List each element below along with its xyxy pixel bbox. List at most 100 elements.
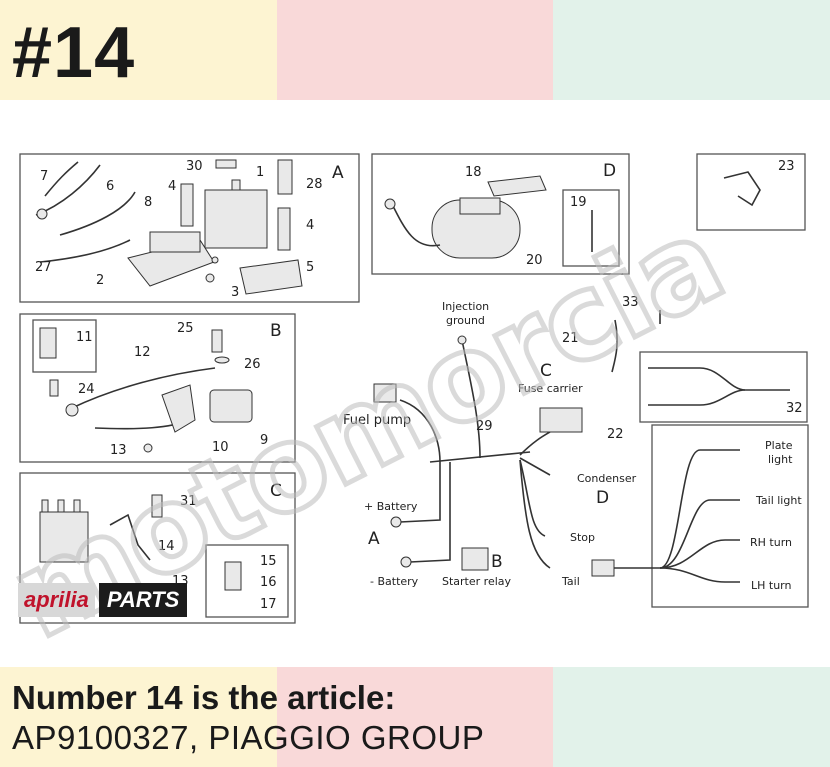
- label-15: 15: [260, 554, 277, 569]
- battery-plus-branch: [399, 462, 441, 523]
- parts-diagram: A 30 1 28 4 7 6 8 4 27 2 3 5 B 11 25 12 …: [0, 153, 809, 667]
- battery-terminal: [231, 179, 241, 191]
- pin-31: [151, 494, 163, 518]
- label-plate: Plate: [765, 439, 793, 452]
- panel-d: [371, 153, 630, 275]
- panel-c: [19, 472, 296, 624]
- label-rh-turn: RH turn: [750, 536, 792, 549]
- label-12: 12: [134, 345, 151, 360]
- caption-article-code: AP9100327, PIAGGIO GROUP: [12, 719, 485, 756]
- label-tail: Tail: [561, 575, 580, 588]
- label-6: 6: [106, 179, 114, 194]
- footer-band-yellow: [0, 667, 277, 767]
- label-letter-c: C: [540, 361, 552, 381]
- tail-light-wire: [659, 499, 740, 569]
- label-17: 17: [260, 597, 277, 612]
- panel-23: [696, 153, 806, 231]
- rear-harness-22: [651, 424, 809, 608]
- plate-light-wire: [595, 449, 740, 569]
- label-7: 7: [40, 169, 48, 184]
- label-injection: Injection: [442, 300, 489, 313]
- harness-32-bottom: [648, 389, 746, 406]
- tail-connector: [591, 559, 615, 577]
- bolt-30: [215, 159, 237, 169]
- label-33: 33: [622, 295, 639, 310]
- label-16: 16: [260, 575, 277, 590]
- caption-headline: Number 14 is the article:: [12, 679, 396, 716]
- harness-32-top: [648, 367, 790, 391]
- label-31: 31: [180, 494, 197, 509]
- fuse-11: [39, 327, 57, 359]
- bracket-10: [161, 384, 196, 433]
- bracket-14: [109, 513, 151, 561]
- fuel-pump-branch: [399, 399, 441, 463]
- label-27: 27: [35, 260, 52, 275]
- label-32: 32: [786, 401, 803, 416]
- lh-turn-wire: [659, 567, 740, 583]
- label-1: 1: [256, 165, 264, 180]
- label-condenser: Condenser: [577, 472, 637, 485]
- label-22: 22: [607, 427, 624, 442]
- header-band-green: [553, 0, 830, 100]
- fuse-box: [39, 511, 89, 563]
- label-fuel-pump: Fuel pump: [343, 413, 411, 428]
- label-letter-b: B: [491, 552, 503, 572]
- footer-band-pink: [277, 667, 553, 767]
- fuel-pump-connector: [373, 383, 397, 403]
- cable-27: [39, 239, 131, 263]
- label-battery-minus: - Battery: [370, 575, 419, 588]
- condenser-clamp: [459, 197, 501, 215]
- condenser-terminal: [384, 198, 396, 210]
- aprilia-parts-logo: aprilia PARTS: [18, 583, 188, 617]
- cable-12: [71, 367, 216, 409]
- cable-21: [611, 319, 618, 373]
- label-ground: ground: [446, 314, 485, 327]
- tail-branch: [519, 459, 551, 569]
- label-starter-relay: Starter relay: [442, 575, 512, 588]
- fuse-kit-inset: [205, 544, 289, 618]
- label-4-right: 4: [306, 218, 314, 233]
- label-11: 11: [76, 330, 93, 345]
- bolt-25: [211, 329, 223, 353]
- rh-turn-wire: [659, 539, 740, 569]
- panel-c-letter: C: [270, 481, 282, 501]
- label-2: 2: [96, 273, 104, 288]
- label-8: 8: [144, 195, 152, 210]
- condenser-branch: [519, 457, 551, 476]
- aprilia-logo-text: aprilia: [18, 583, 95, 617]
- plate-18: [487, 175, 547, 197]
- label-30: 30: [186, 159, 203, 174]
- label-29: 29: [476, 419, 493, 434]
- injection-ground-terminal: [457, 335, 467, 345]
- panel-32: [639, 351, 808, 423]
- panel-a-letter: A: [332, 163, 344, 183]
- label-stop: Stop: [570, 531, 595, 544]
- label-24: 24: [78, 382, 95, 397]
- footer-band-green: [553, 667, 830, 767]
- fuse-inset: [32, 319, 97, 373]
- label-3: 3: [231, 285, 239, 300]
- parts-logo-text: PARTS: [98, 583, 188, 617]
- pad-4-right: [277, 207, 291, 251]
- label-fuse-carrier: Fuse carrier: [518, 382, 583, 395]
- header-band-pink: [277, 0, 553, 100]
- nut-13: [143, 443, 153, 453]
- fuse-box-clip-3: [73, 499, 81, 513]
- panel-b: [19, 313, 296, 463]
- fuse-box-clip-2: [57, 499, 65, 513]
- label-21: 21: [562, 331, 579, 346]
- screw-24: [49, 379, 59, 397]
- screw-3: [205, 273, 215, 283]
- panel-a: [19, 153, 360, 303]
- battery-minus-branch: [409, 462, 451, 563]
- label-light: light: [768, 453, 793, 466]
- tray-bracket: [149, 231, 201, 253]
- label-10: 10: [212, 440, 229, 455]
- fuse-carrier-branch: [519, 431, 551, 456]
- label-18: 18: [465, 165, 482, 180]
- clip-23: [723, 171, 761, 207]
- battery-plus-terminal: [390, 516, 402, 528]
- battery-minus-terminal: [400, 556, 412, 568]
- item-number-title: #14: [12, 13, 136, 93]
- panel-b-letter: B: [270, 321, 282, 341]
